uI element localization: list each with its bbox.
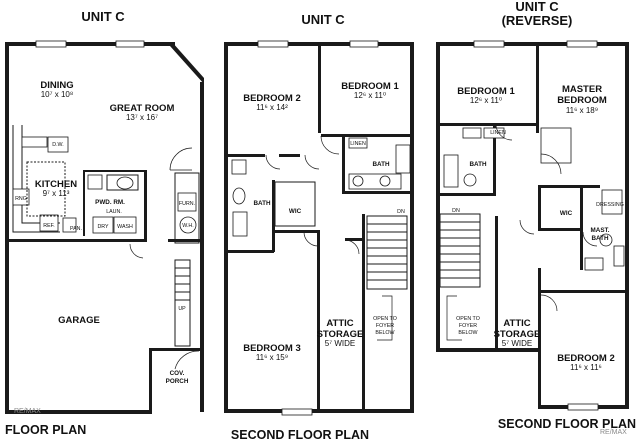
label-rev-stair-dn: DN: [452, 208, 460, 214]
footer-first-floor: FLOOR PLAN: [5, 423, 86, 437]
label-rev-bath: BATH: [469, 161, 486, 168]
label-range: RNG: [15, 196, 27, 202]
dims-attic: 5⁷ WIDE: [325, 339, 355, 348]
label-wic: WIC: [289, 208, 302, 215]
label-rev-dressing: DRESSING: [596, 202, 624, 208]
label-furnace: FURN.: [179, 201, 195, 207]
label-attic-line1: ATTIC: [326, 318, 353, 329]
label-rev-open-line2: FOYER: [459, 323, 477, 329]
header-reverse-line2: (REVERSE): [502, 13, 573, 28]
footer-reverse-floor: SECOND FLOOR PLAN: [498, 417, 636, 431]
dims-rev-bedroom2: 11⁶ x 11⁶: [570, 363, 602, 372]
header-reverse-line1: UNIT C: [515, 0, 559, 14]
second-floor-plan: BEDROOM 2 11⁶ x 14² BEDROOM 1 12⁶ x 11⁰ …: [224, 40, 414, 416]
label-bedroom3: BEDROOM 3: [243, 343, 301, 354]
dims-great-room: 13⁷ x 16⁷: [126, 113, 158, 122]
dims-bedroom2: 11⁶ x 14²: [256, 103, 288, 112]
watermark-left: RE/MAX: [14, 408, 41, 415]
label-rev-wic: WIC: [560, 210, 573, 217]
label-stair-dn: DN: [397, 209, 405, 215]
label-rev-open-line3: BELOW: [458, 330, 477, 336]
label-refrigerator: REF.: [43, 223, 54, 229]
label-rev-mast-bath-line1: MAST.: [591, 227, 610, 234]
label-dining: DINING: [40, 80, 73, 91]
dims-rev-bedroom1: 12⁶ x 11⁰: [470, 96, 502, 105]
label-rev-bedroom1: BEDROOM 1: [457, 86, 515, 97]
label-rev-attic-line2: STORAGE: [494, 329, 541, 340]
label-bedroom2: BEDROOM 2: [243, 93, 301, 104]
label-rev-bedroom2: BEDROOM 2: [557, 353, 615, 364]
label-linen: LINEN: [350, 141, 366, 147]
label-rev-attic-line1: ATTIC: [503, 318, 530, 329]
label-pantry: PAN.: [70, 226, 82, 232]
label-dryer: DRY: [97, 224, 109, 230]
label-open-line2: FOYER: [376, 323, 394, 329]
first-floor-plan: D.W. RNG REF. PAN. PWD. RM. LAUN. DRY WA…: [5, 40, 204, 414]
label-water-heater: W.H.: [182, 223, 193, 229]
reverse-floor-plan: BEDROOM 1 12⁶ x 11⁰ MASTER BEDROOM 11⁶ x…: [436, 40, 629, 411]
label-garage: GARAGE: [58, 315, 100, 326]
label-washer: WASH: [117, 224, 133, 230]
label-kitchen: KITCHEN: [35, 179, 77, 190]
label-rev-master-line1: MASTER: [562, 84, 602, 95]
label-rev-master-line2: BEDROOM: [557, 95, 607, 106]
label-bath-left: BATH: [253, 200, 270, 207]
label-open-line1: OPEN TO: [373, 316, 397, 322]
label-rev-linen: LINEN: [490, 130, 506, 136]
watermark-right: RE/MAX: [600, 429, 627, 436]
label-powder-room: PWD. RM.: [95, 199, 125, 206]
label-open-line3: BELOW: [375, 330, 394, 336]
label-great-room: GREAT ROOM: [110, 103, 175, 114]
dims-rev-master: 11⁶ x 18⁹: [566, 106, 598, 115]
label-stair-up: UP: [178, 306, 186, 312]
label-attic-line2: STORAGE: [317, 329, 364, 340]
label-dishwasher: D.W.: [52, 142, 63, 148]
label-bedroom1: BEDROOM 1: [341, 81, 399, 92]
dims-rev-attic: 5⁷ WIDE: [502, 339, 532, 348]
label-rev-open-line1: OPEN TO: [456, 316, 480, 322]
label-rev-mast-bath-line2: BATH: [591, 235, 608, 242]
header-second-floor: UNIT C: [301, 12, 345, 27]
label-porch-line2: PORCH: [166, 378, 189, 385]
label-porch-line1: COV.: [170, 370, 185, 377]
dims-bedroom3: 11⁶ x 15⁹: [256, 353, 288, 362]
dims-kitchen: 9⁷ x 11³: [43, 189, 70, 198]
label-laundry: LAUN.: [106, 209, 122, 215]
header-first-floor: UNIT C: [81, 9, 125, 24]
footer-second-floor: SECOND FLOOR PLAN: [231, 428, 369, 440]
label-bath-right: BATH: [372, 161, 389, 168]
dims-bedroom1: 12⁶ x 11⁰: [354, 91, 386, 100]
dims-dining: 10⁷ x 10⁸: [41, 90, 74, 99]
